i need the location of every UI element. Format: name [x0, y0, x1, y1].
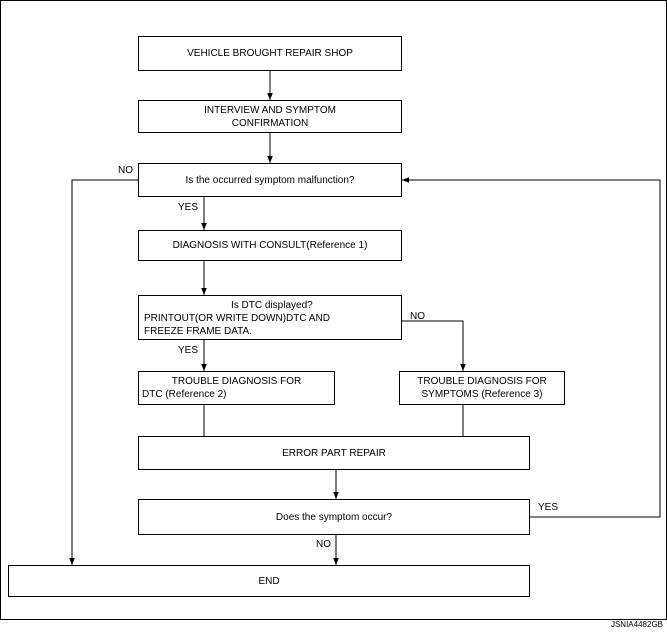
node-diagnosis-consult-label: DIAGNOSIS WITH CONSULT(Reference 1)	[172, 240, 368, 251]
node-trouble-sym-line-2: SYMPTOMS (Reference 3)	[421, 389, 543, 400]
node-trouble-sym-line-1: TROUBLE DIAGNOSIS FOR	[417, 376, 547, 387]
edge-label-yes-1: YES	[178, 202, 199, 213]
node-vehicle-brought-label: VEHICLE BROUGHT REPAIR SHOP	[187, 48, 353, 59]
node-error-part-repair-label: ERROR PART REPAIR	[282, 447, 386, 459]
node-interview-line-2: CONFIRMATION	[231, 117, 309, 129]
edge-label-yes-2: YES	[178, 345, 199, 356]
node-vehicle-brought: VEHICLE BROUGHT REPAIR SHOP	[138, 36, 402, 71]
node-trouble-diagnosis-symptoms: TROUBLE DIAGNOSIS FOR SYMPTOMS (Referenc…	[399, 371, 565, 405]
edge-label-yes-3: YES	[538, 502, 559, 513]
node-dtc-question: Is DTC displayed? PRINTOUT(OR WRITE DOWN…	[138, 295, 402, 340]
node-trouble-dtc-line-2: DTC (Reference 2)	[142, 389, 227, 400]
node-end-label: END	[258, 575, 280, 587]
node-dtc-line-3: FREEZE FRAME DATA.	[144, 326, 252, 337]
arrow-no-to-end	[69, 179, 138, 565]
node-error-part-repair: ERROR PART REPAIR	[138, 436, 530, 470]
node-dtc-line-1: Is DTC displayed?	[231, 300, 313, 311]
node-dtc-line-2: PRINTOUT(OR WRITE DOWN)DTC AND	[144, 313, 330, 324]
node-end: END	[8, 565, 530, 597]
edge-label-no-2: NO	[410, 311, 425, 322]
node-trouble-diagnosis-dtc: TROUBLE DIAGNOSIS FOR DTC (Reference 2)	[138, 371, 335, 405]
edge-label-no-3: NO	[316, 539, 331, 550]
node-symptom-occur-label: Does the symptom occur?	[275, 511, 393, 523]
node-symptom-occur-question: Does the symptom occur?	[138, 499, 530, 535]
arrow-dtc-no	[402, 320, 466, 371]
edge-label-no-1: NO	[118, 165, 133, 176]
node-malfunction-question-label: Is the occurred symptom malfunction?	[185, 174, 355, 186]
arrow-yes-loop-back	[402, 177, 661, 518]
node-diagnosis-consult: DIAGNOSIS WITH CONSULT(Reference 1)	[138, 230, 402, 261]
node-interview-line-1: INTERVIEW AND SYMPTOM	[204, 104, 336, 116]
node-interview: INTERVIEW AND SYMPTOM CONFIRMATION	[138, 100, 402, 133]
node-malfunction-question: Is the occurred symptom malfunction?	[138, 163, 402, 197]
node-trouble-dtc-line-1: TROUBLE DIAGNOSIS FOR	[171, 376, 302, 387]
figure-code: JSNIA4482GB	[610, 620, 663, 629]
